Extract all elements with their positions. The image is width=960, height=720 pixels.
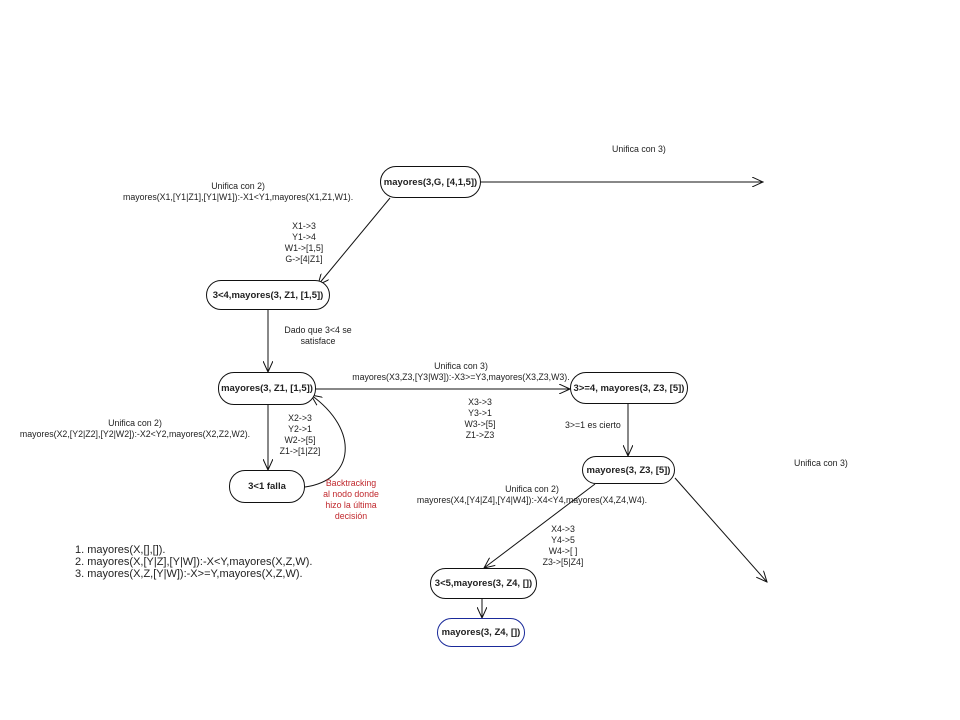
edge-root-to-n2 — [318, 197, 391, 285]
label-es-cierto: 3>=1 es cierto — [565, 420, 621, 430]
label-unifica-3-right: Unifica con 3) — [794, 458, 848, 468]
label-line: Z3->[5|Z4] — [542, 557, 584, 567]
label-line: decisión — [334, 511, 368, 521]
label-line: satisface — [300, 336, 336, 346]
label-line: X1->3 — [292, 221, 316, 231]
label-line: Y2->1 — [288, 424, 312, 434]
label-backtracking: Backtracking al nodo donde hizo la últim… — [318, 478, 384, 522]
label-substitution-4: X4->3 Y4->5 W4->[ ] Z3->[5|Z4] — [538, 524, 588, 568]
label-unifica-2-rule-b: Unifica con 2) mayores(X2,[Y2|Z2],[Y2|W2… — [15, 418, 255, 440]
label-line: Unifica con 3) — [434, 361, 488, 371]
label-substitution-3: X3->3 Y3->1 W3->[5] Z1->Z3 — [455, 397, 505, 441]
label-line: W3->[5] — [464, 419, 496, 429]
edge-n6-to-n7 — [484, 483, 596, 568]
node-final-goal: mayores(3, Z4, []) — [437, 618, 525, 647]
label-line: X2->3 — [288, 413, 312, 423]
label-line: Backtracking — [325, 478, 377, 488]
label-line: G->[4|Z1] — [285, 254, 323, 264]
label-line: mayores(X1,[Y1|Z1],[Y1|W1]):-X1<Y1,mayor… — [123, 192, 354, 202]
label-line: W2->[5] — [284, 435, 316, 445]
label-unifica-3-rule-b: Unifica con 3) mayores(X3,Z3,[Y3|W3]):-X… — [332, 361, 590, 383]
label-line: Z1->[1|Z2] — [279, 446, 321, 456]
label-substitution-2: X2->3 Y2->1 W2->[5] Z1->[1|Z2] — [276, 413, 324, 457]
label-substitution-1: X1->3 Y1->4 W1->[1,5] G->[4|Z1] — [283, 221, 325, 265]
node-goal-3-lt-4: 3<4,mayores(3, Z1, [1,5]) — [206, 280, 330, 310]
label-line: al nodo donde — [323, 489, 379, 499]
label-line: Y4->5 — [551, 535, 575, 545]
node-fail: 3<1 falla — [229, 470, 305, 503]
rules-list: 1. mayores(X,[],[]). 2. mayores(X,[Y|Z],… — [75, 544, 312, 580]
label-line: W1->[1,5] — [284, 243, 324, 253]
node-goal-z1: mayores(3, Z1, [1,5]) — [218, 372, 316, 405]
label-unifica-2-rule-a: Unifica con 2) mayores(X1,[Y1|Z1],[Y1|W1… — [123, 181, 353, 203]
rule-2: 2. mayores(X,[Y|Z],[Y|W]):-X<Y,mayores(X… — [75, 556, 313, 568]
label-line: Y1->4 — [292, 232, 316, 242]
edge-backtracking — [304, 395, 346, 488]
label-unifica-3-top: Unifica con 3) — [612, 144, 666, 154]
label-dado-que: Dado que 3<4 se satisface — [278, 325, 358, 347]
node-goal-3-lt-5: 3<5,mayores(3, Z4, []) — [430, 568, 537, 599]
rule-3: 3. mayores(X,Z,[Y|W]):-X>=Y,mayores(X,Z,… — [75, 568, 303, 580]
label-line: mayores(X2,[Y2|Z2],[Y2|W2]):-X2<Y2,mayor… — [19, 429, 251, 439]
node-root-goal: mayores(3,G, [4,1,5]) — [380, 166, 481, 198]
label-line: Z1->Z3 — [465, 430, 495, 440]
label-line: Y3->1 — [468, 408, 492, 418]
label-line: Unifica con 2) — [505, 484, 559, 494]
label-line: X4->3 — [551, 524, 575, 534]
edge-n6-rule3 — [674, 477, 767, 582]
rule-1: 1. mayores(X,[],[]). — [75, 544, 166, 556]
label-line: mayores(X4,[Y4|Z4],[Y4|W4]):-X4<Y4,mayor… — [416, 495, 648, 505]
node-goal-z3: mayores(3, Z3, [5]) — [582, 456, 675, 484]
node-goal-3-ge-4: 3>=4, mayores(3, Z3, [5]) — [570, 372, 688, 404]
label-line: X3->3 — [468, 397, 492, 407]
label-line: mayores(X3,Z3,[Y3|W3]):-X3>=Y3,mayores(X… — [352, 372, 570, 382]
label-line: W4->[ ] — [548, 546, 578, 556]
label-line: hizo la última — [325, 500, 377, 510]
label-line: Unifica con 2) — [108, 418, 162, 428]
label-line: Unifica con 2) — [211, 181, 265, 191]
label-unifica-2-rule-c: Unifica con 2) mayores(X4,[Y4|Z4],[Y4|W4… — [409, 484, 655, 506]
label-line: Dado que 3<4 se — [284, 325, 352, 335]
